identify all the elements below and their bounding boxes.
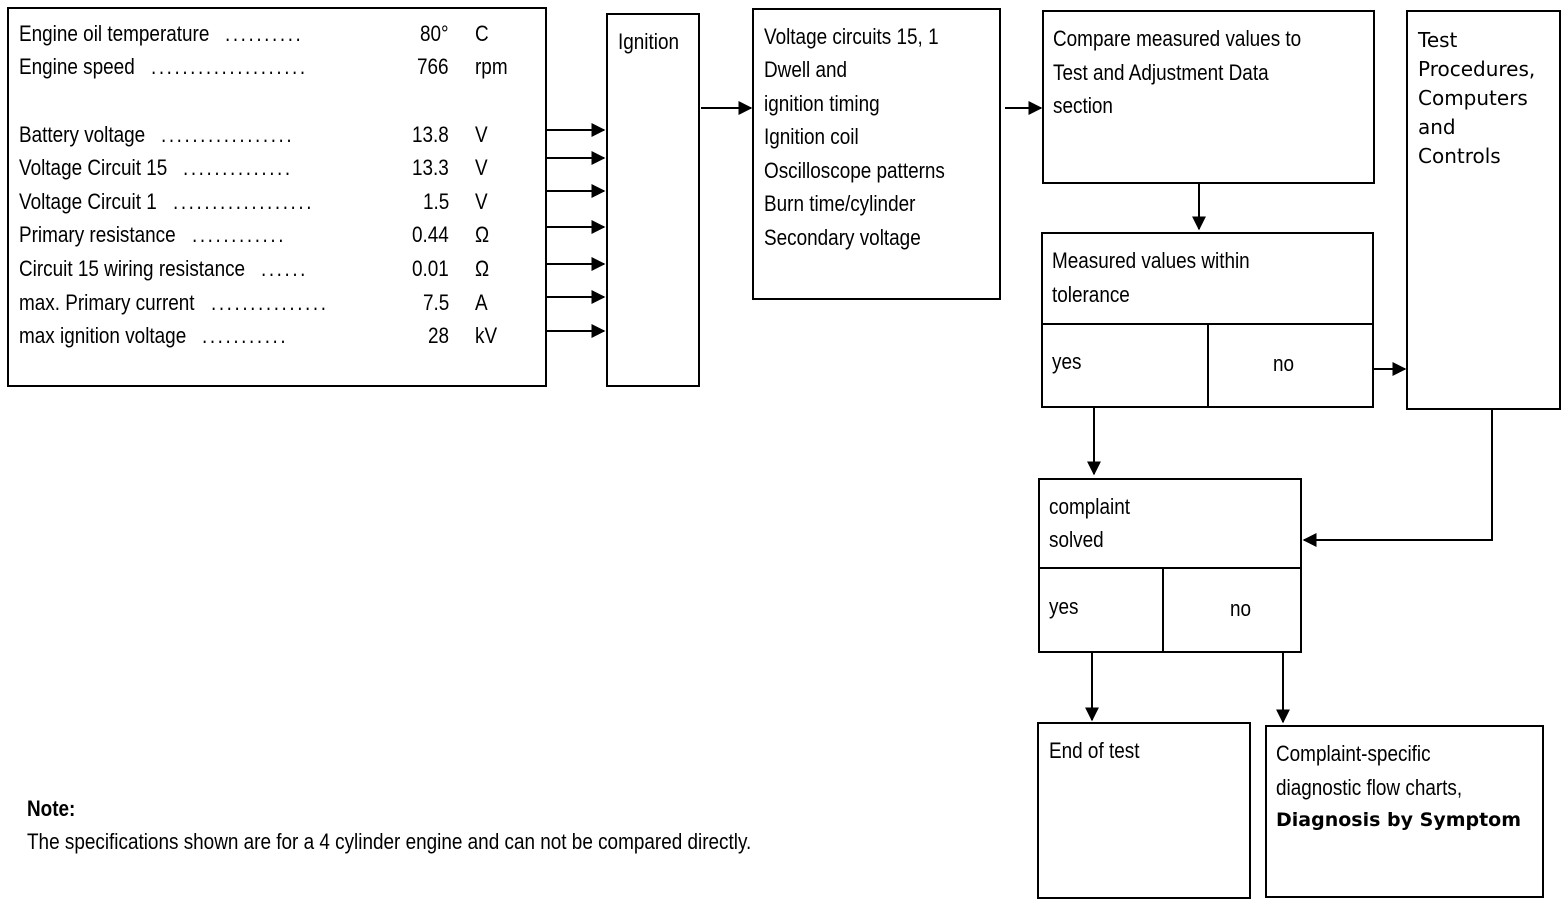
spec-label: Voltage Circuit 1 — [19, 189, 157, 214]
spec-unit: rpm — [475, 54, 508, 79]
spec-label: max ignition voltage — [19, 323, 187, 348]
note-title: Note: — [27, 796, 76, 821]
tests-line-6: Secondary voltage — [764, 225, 921, 250]
spec-unit: A — [475, 290, 488, 315]
spec-value: 28 — [427, 323, 449, 348]
tolerance-line-0: Measured values within — [1052, 248, 1250, 273]
spec-leader-dots: ............... — [210, 290, 329, 315]
spec-row: Voltage Circuit 1.................. 1.5 V — [19, 185, 539, 218]
compare-line-1: Test and Adjustment Data — [1053, 60, 1269, 85]
tolerance-yes: yes — [1052, 349, 1082, 374]
procedures-line-0: Test — [1418, 28, 1458, 52]
spec-label: Engine oil temperature — [19, 21, 210, 46]
spec-row: Voltage Circuit 15.............. 13.3 V — [19, 151, 539, 184]
spec-row: Engine speed.................... 766 rpm — [19, 50, 539, 83]
tests-line-2: ignition timing — [764, 91, 880, 116]
spec-value: 0.44 — [412, 222, 449, 247]
spec-value: 1.5 — [422, 189, 449, 214]
spec-unit: V — [475, 189, 488, 214]
tolerance-box: Measured values within tolerance yes no — [1041, 232, 1374, 408]
procedures-line-3: and — [1418, 115, 1456, 139]
procedures-line-1: Procedures, — [1418, 57, 1536, 81]
spec-row: Primary resistance............ 0.44 Ω — [19, 218, 539, 251]
procedures-box: Test Procedures, Computers and Controls — [1406, 10, 1561, 410]
solved-divider — [1040, 567, 1300, 569]
spec-value: 0.01 — [412, 256, 449, 281]
tests-line-4: Oscilloscope patterns — [764, 158, 945, 183]
spec-value: 80° — [420, 21, 449, 46]
spec-row: max ignition voltage........... 28 kV — [19, 319, 539, 352]
spec-unit: kV — [475, 323, 498, 348]
spec-leader-dots: .......... — [225, 21, 304, 46]
tolerance-no: no — [1273, 351, 1295, 376]
spec-value: 766 — [417, 54, 449, 79]
spec-unit: Ω — [475, 256, 490, 281]
spec-value: 13.3 — [412, 155, 449, 180]
specific-bold: Diagnosis by Symptom — [1276, 809, 1522, 831]
spec-unit: C — [475, 21, 489, 46]
end-box: End of test — [1037, 722, 1251, 899]
tests-line-3: Ignition coil — [764, 124, 859, 149]
tolerance-split — [1207, 323, 1209, 406]
tests-line-5: Burn time/cylinder — [764, 191, 916, 216]
solved-line-1: solved — [1049, 527, 1104, 552]
spec-leader-dots: ............ — [191, 222, 286, 247]
spec-value: 13.8 — [412, 122, 449, 147]
procedures-line-2: Computers — [1418, 86, 1528, 110]
spec-label: Primary resistance — [19, 222, 176, 247]
spec-leader-dots: .............. — [183, 155, 293, 180]
spec-unit: V — [475, 155, 488, 180]
spec-leader-dots: ...... — [261, 256, 309, 281]
end-label: End of test — [1049, 738, 1140, 763]
solved-line-0: complaint — [1049, 494, 1130, 519]
tests-line-0: Voltage circuits 15, 1 — [764, 24, 939, 49]
spec-row: max. Primary current............... 7.5 A — [19, 286, 539, 319]
spec-leader-dots: ........... — [202, 323, 289, 348]
tests-box: Voltage circuits 15, 1 Dwell and ignitio… — [752, 8, 1001, 300]
spec-unit: Ω — [475, 222, 490, 247]
solved-yes: yes — [1049, 594, 1079, 619]
spec-row: Circuit 15 wiring resistance...... 0.01 Ω — [19, 252, 539, 285]
compare-box: Compare measured values to Test and Adju… — [1042, 10, 1375, 184]
compare-line-0: Compare measured values to — [1053, 26, 1302, 51]
solved-no: no — [1230, 596, 1252, 621]
ignition-box: Ignition — [606, 13, 700, 387]
spec-label: Battery voltage — [19, 122, 146, 147]
spec-label: Voltage Circuit 15 — [19, 155, 168, 180]
ignition-label: Ignition — [618, 29, 680, 54]
arrow-procedures-to-solved — [1302, 409, 1493, 547]
compare-line-2: section — [1053, 93, 1113, 118]
spec-label: max. Primary current — [19, 290, 195, 315]
tests-line-1: Dwell and — [764, 57, 848, 82]
specific-line-1: diagnostic flow charts, — [1276, 775, 1463, 800]
tolerance-line-1: tolerance — [1052, 282, 1130, 307]
spec-unit: V — [475, 122, 488, 147]
procedures-line-4: Controls — [1418, 144, 1501, 168]
spec-value: 7.5 — [422, 290, 449, 315]
spec-leader-dots: .................. — [172, 189, 314, 214]
specific-box: Complaint-specific diagnostic flow chart… — [1265, 725, 1544, 898]
solved-box: complaint solved yes no — [1038, 478, 1302, 653]
spec-leader-dots: ................. — [161, 122, 295, 147]
spec-label: Engine speed — [19, 54, 135, 79]
spec-label: Circuit 15 wiring resistance — [19, 256, 246, 281]
specific-line-0: Complaint-specific — [1276, 741, 1431, 766]
spec-row: Engine oil temperature.......... 80° C — [19, 17, 539, 50]
spec-leader-dots: .................... — [150, 54, 308, 79]
note-text: The specifications shown are for a 4 cyl… — [27, 829, 752, 854]
spec-row: Battery voltage................. 13.8 V — [19, 118, 539, 151]
solved-split — [1162, 567, 1164, 651]
